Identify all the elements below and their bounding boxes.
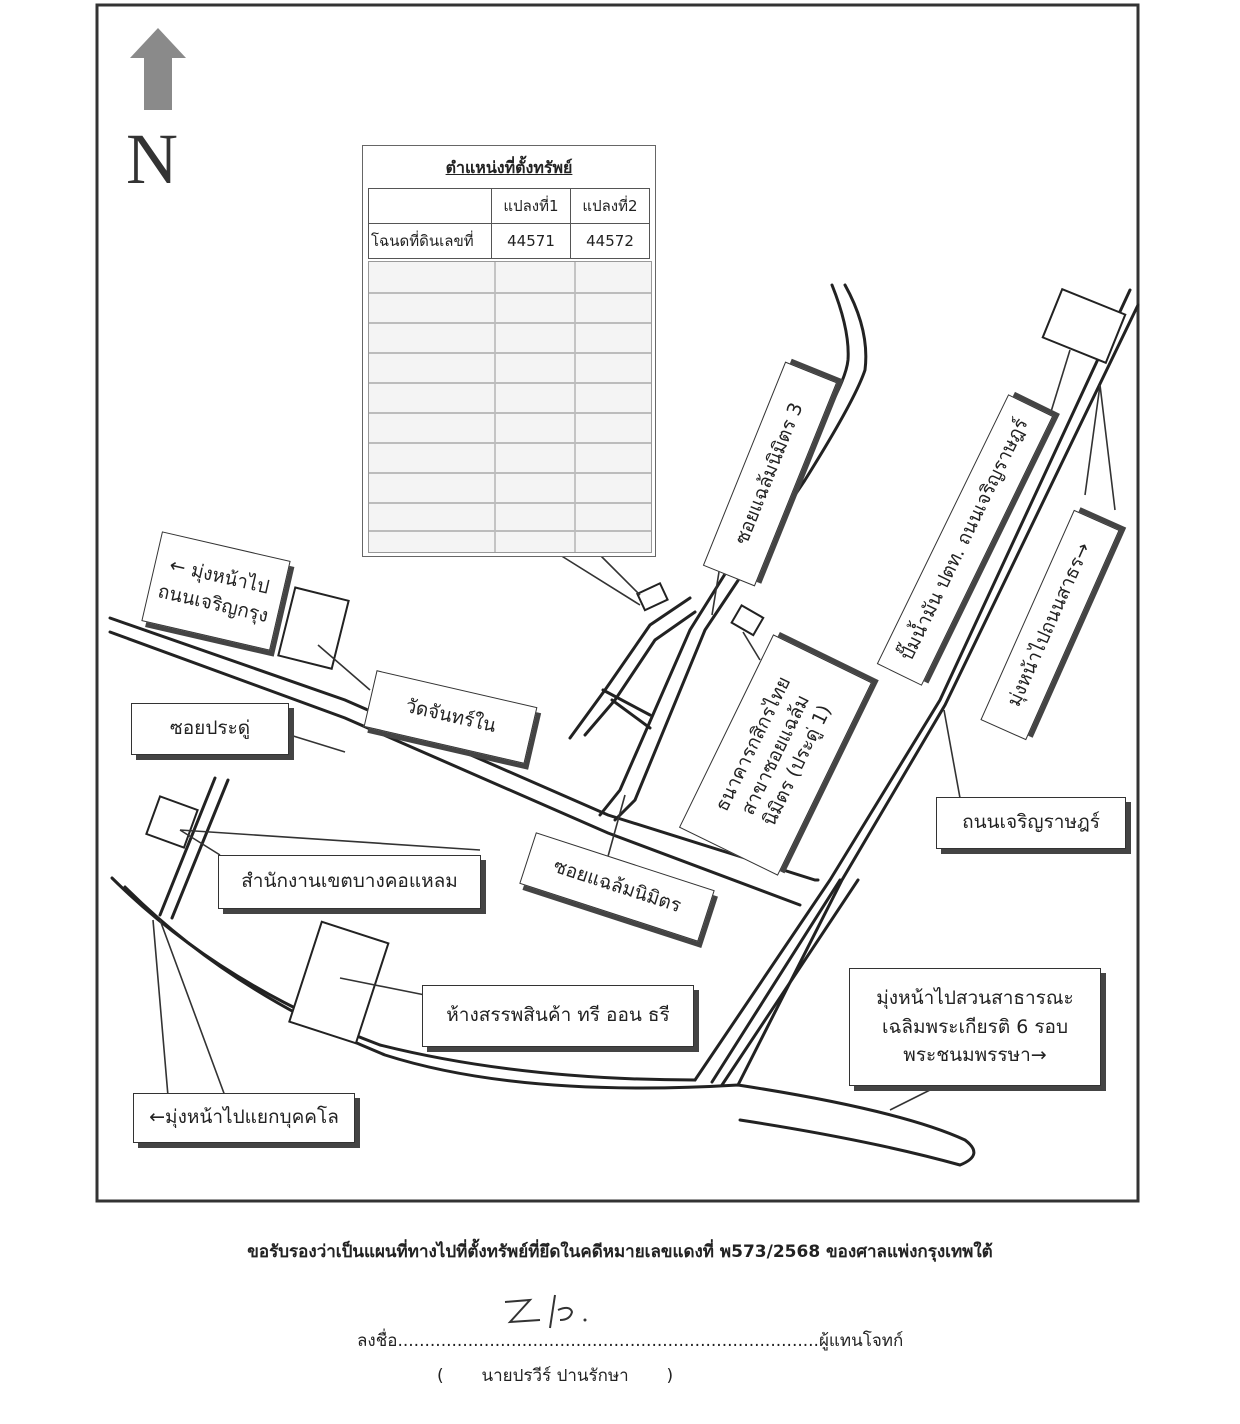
- pointer-bukkhalo: [152, 919, 226, 1097]
- table-cell: 44572: [570, 223, 650, 259]
- road-side-a: [568, 596, 692, 740]
- label-to-park-text: มุ่งหน้าไปสวนสาธารณะ เฉลิมพระเกียรติ 6 ร…: [876, 987, 1074, 1067]
- label-to-charoen-krung-text: ← มุ่งหน้าไป ถนนเจริญกรุง: [155, 554, 272, 628]
- building-district: [145, 795, 199, 849]
- parcel-table-panel: ตำแหน่งที่ตั้งทรัพย์ แปลงที่1 แปลงที่2 โ…: [362, 145, 656, 557]
- signature-line: ลงชื่อ..................................…: [357, 1327, 903, 1354]
- pointer-bank: [742, 631, 761, 661]
- road-lane-left: [158, 776, 217, 917]
- pointer-district: [179, 829, 481, 856]
- label-charoen-rat-road: ถนนเจริญราษฎร์: [936, 797, 1126, 849]
- label-mall-text: ห้างสรรพสินค้า ทรี ออน ธรี: [446, 1004, 670, 1027]
- label-district-office-text: สำนักงานเขตบางคอแหลม: [241, 870, 458, 893]
- road-side-b: [583, 610, 697, 737]
- road-side-d: [610, 698, 652, 730]
- road-charoenrat-mid2: [720, 878, 860, 1087]
- pointer-pradu: [289, 734, 346, 753]
- label-soi-pradu-text: ซอยประดู่: [169, 717, 251, 740]
- pointer-park: [889, 1084, 941, 1111]
- building-ptt: [1041, 287, 1127, 365]
- building-mall: [288, 920, 390, 1045]
- north-arrow-icon: [130, 28, 186, 110]
- label-to-bukkhalo-text: ←มุ่งหน้าไปแยกบุคคโล: [149, 1106, 339, 1129]
- label-to-park: มุ่งหน้าไปสวนสาธารณะ เฉลิมพระเกียรติ 6 ร…: [849, 968, 1101, 1086]
- certification-caption: ขอรับรองว่าเป็นแผนที่ทางไปที่ตั้งทรัพย์ท…: [247, 1242, 993, 1262]
- road-main-lower: [108, 630, 802, 907]
- pointer-ptt: [1049, 349, 1071, 416]
- sign-prefix: ลงชื่อ: [357, 1331, 398, 1351]
- road-lane-right: [170, 778, 230, 920]
- pointer-soi: [606, 794, 626, 861]
- parcel-table: แปลงที่1 แปลงที่2 โฉนดที่ดินเลขที่ 44571…: [368, 188, 650, 259]
- road-charoenrat-mid1: [710, 878, 842, 1084]
- table-header-cell: แปลงที่2: [570, 188, 650, 224]
- building-bank: [730, 603, 765, 637]
- table-header-cell: [368, 188, 492, 224]
- label-wat-chan-nai-text: วัดจันทร์ใน: [403, 695, 499, 738]
- pointer-mall: [339, 977, 426, 996]
- road-main-upper: [108, 616, 820, 882]
- road-soi3-right: [613, 283, 868, 822]
- table-row-label: โฉนดที่ดินเลขที่: [368, 223, 492, 259]
- road-charoenrat-left: [693, 288, 1132, 1082]
- building-property: [635, 582, 669, 612]
- signature-mark: [504, 1294, 587, 1329]
- building-temple: [277, 586, 350, 670]
- pointer-sathorn: [1084, 384, 1116, 511]
- label-district-office: สำนักงานเขตบางคอแหลม: [218, 855, 481, 909]
- map-frame: [95, 3, 1140, 1203]
- label-mall: ห้างสรรพสินค้า ทรี ออน ธรี: [422, 985, 694, 1047]
- pointer-temple: [317, 644, 371, 691]
- compass-label: N: [126, 119, 178, 199]
- table-row: โฉนดที่ดินเลขที่ 44571 44572: [368, 223, 650, 259]
- table-header-row: แปลงที่1 แปลงที่2: [368, 188, 650, 224]
- redacted-area: [368, 261, 652, 553]
- label-soi-pradu: ซอยประดู่: [131, 703, 289, 755]
- pointer-table: [559, 554, 641, 606]
- road-side-c: [601, 688, 652, 717]
- table-title: ตำแหน่งที่ตั้งทรัพย์: [445, 158, 573, 177]
- label-charoen-rat-road-text: ถนนเจริญราษฎร์: [962, 811, 1100, 834]
- table-header-cell: แปลงที่1: [491, 188, 571, 224]
- road-charoenrat-right: [736, 303, 1140, 1087]
- signer-name: ( นายปรวีร์ ปานรักษา ): [437, 1366, 674, 1386]
- label-to-bukkhalo: ←มุ่งหน้าไปแยกบุคคโล: [133, 1093, 355, 1143]
- pointer-charoenrat: [943, 709, 961, 799]
- table-cell: 44571: [491, 223, 571, 259]
- sign-role: ผู้แทนโจทก์: [818, 1331, 904, 1351]
- sign-dots: ........................................…: [397, 1331, 819, 1351]
